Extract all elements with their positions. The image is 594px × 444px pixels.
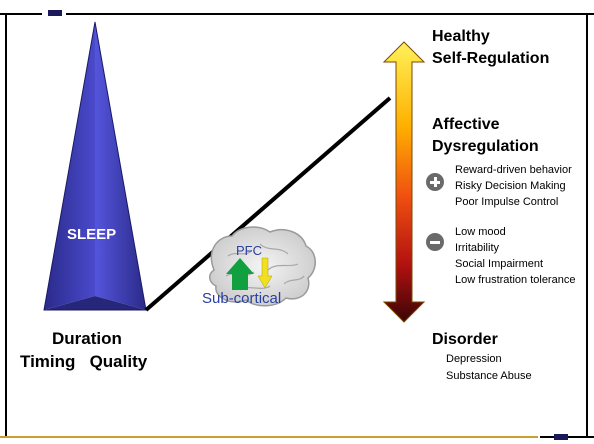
minus-item-1: Low mood xyxy=(455,226,506,238)
dysregulation-label: Dysregulation xyxy=(432,138,539,155)
top-rule-right xyxy=(66,13,594,15)
subcortical-label: Sub-cortical xyxy=(202,290,282,307)
plus-item-1: Reward-driven behavior xyxy=(455,164,572,176)
yellow-down-arrow xyxy=(257,257,273,289)
disorder-label: Disorder xyxy=(432,331,498,348)
top-rule-left xyxy=(0,13,42,15)
self-regulation-label: Self-Regulation xyxy=(432,50,550,67)
minus-item-3: Social Impairment xyxy=(455,258,544,270)
top-accent-block xyxy=(48,10,62,16)
affective-label: Affective xyxy=(432,116,500,133)
pfc-label: PFC xyxy=(236,243,262,258)
plus-item-3: Poor Impulse Control xyxy=(455,196,559,208)
disorder-item-1: Depression xyxy=(446,353,502,365)
right-border xyxy=(586,15,588,437)
disorder-item-2: Substance Abuse xyxy=(446,370,532,382)
sleep-pyramid xyxy=(43,21,147,311)
sleep-label: SLEEP xyxy=(67,226,117,243)
regulation-scale-arrow xyxy=(382,41,426,323)
plus-item-2: Risky Decision Making xyxy=(455,180,566,192)
plus-icon xyxy=(426,173,444,191)
green-up-arrow xyxy=(226,258,254,290)
minus-item-4: Low frustration tolerance xyxy=(455,274,576,286)
brain-illustration xyxy=(209,226,316,307)
timing-quality-label: Timing Quality xyxy=(20,352,148,371)
left-border xyxy=(5,15,7,437)
bottom-accent-block xyxy=(554,434,568,440)
trajectory-line xyxy=(144,96,392,312)
minus-item-2: Irritability xyxy=(455,242,500,254)
healthy-label: Healthy xyxy=(432,28,490,45)
minus-icon xyxy=(426,233,444,251)
duration-label: Duration xyxy=(52,329,122,348)
bottom-rule-gold xyxy=(0,436,538,438)
